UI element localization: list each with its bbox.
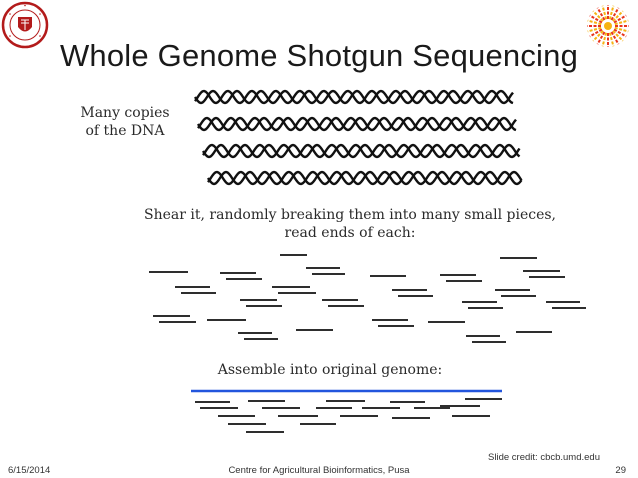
sun-ray (587, 26, 602, 33)
sunburst-logo (587, 5, 629, 47)
dna-helix (201, 143, 521, 159)
slide-credit: Slide credit: cbcb.umd.edu (488, 452, 600, 463)
sun-ray (610, 7, 620, 21)
shear-label: Shear it, randomly breaking them into ma… (140, 206, 560, 242)
slide-number: 29 (615, 465, 626, 476)
sun-ray (614, 19, 629, 26)
dna-strand (197, 116, 517, 132)
sun-ray (592, 10, 604, 22)
dna-helix (193, 89, 514, 105)
shear-line-1: Shear it, randomly breaking them into ma… (144, 207, 556, 223)
many-copies-label: Many copies of the DNA (70, 104, 180, 140)
sun-ray (610, 31, 620, 45)
sun-ray (608, 5, 615, 20)
dna-strand (202, 143, 521, 159)
dna-strand (201, 143, 521, 159)
sun-ray (587, 19, 602, 26)
sun-ray (589, 28, 603, 38)
sun-ray (596, 7, 606, 21)
dna-helix (196, 116, 517, 132)
sun-ray (601, 32, 608, 47)
dna-strand (194, 89, 514, 105)
sequence-reads (149, 254, 586, 343)
sun-ray (614, 26, 629, 33)
many-copies-line-1: Many copies (80, 105, 170, 121)
sun-ray (608, 32, 615, 47)
dna-strand (207, 170, 523, 186)
sun-ray (596, 31, 606, 45)
sun-ray (592, 30, 604, 42)
assemble-label: Assemble into original genome: (217, 362, 443, 378)
footer-date: 6/15/2014 (8, 465, 51, 476)
sun-ray (589, 14, 603, 24)
sun-ray (613, 28, 627, 38)
assembled-reads (195, 398, 502, 433)
sun-ray (601, 5, 608, 20)
shear-line-2: read ends of each: (284, 225, 416, 241)
sun-ray (612, 30, 624, 42)
slide-title: Whole Genome Shotgun Sequencing (59, 38, 579, 73)
university-seal-logo (1, 1, 49, 49)
dna-copies (193, 89, 523, 186)
dna-helix (206, 170, 523, 186)
sun-ray (613, 14, 627, 24)
sun-center (604, 22, 612, 30)
sun-ray (612, 10, 624, 22)
many-copies-line-2: of the DNA (85, 123, 165, 139)
footer-organization: Centre for Agricultural Bioinformatics, … (228, 465, 410, 476)
